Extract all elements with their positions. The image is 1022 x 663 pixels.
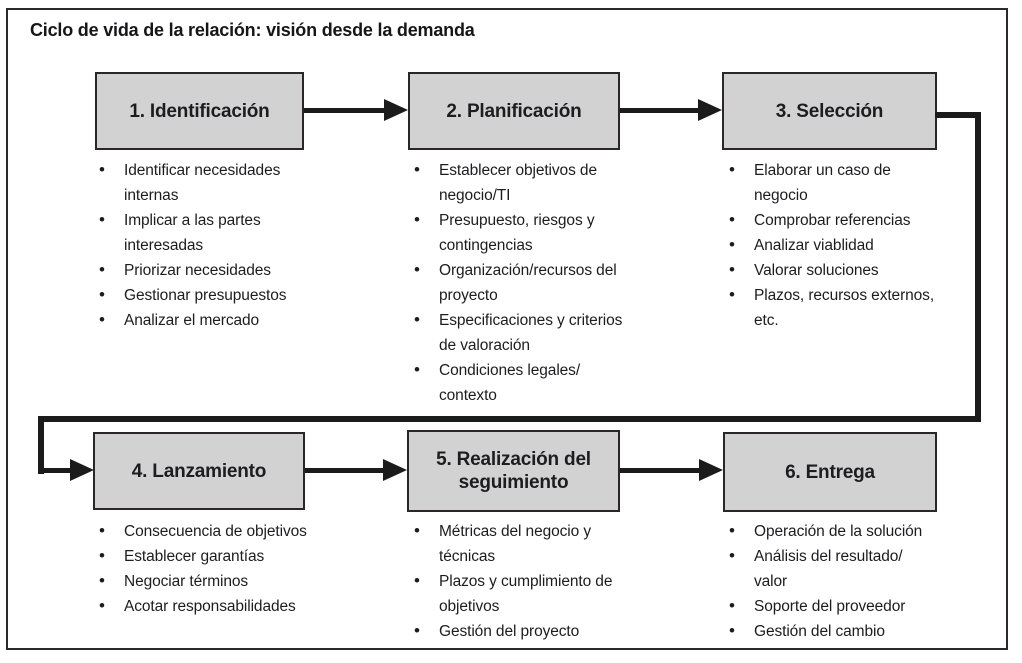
bullet-item: Acotar responsabilidades	[97, 593, 319, 619]
stage-box-seleccion: 3. Selección	[722, 72, 937, 150]
diagram-title: Ciclo de vida de la relación: visión des…	[30, 20, 475, 40]
stage-bullets-identificacion: Identificar necesidades internas Implica…	[97, 157, 319, 333]
stage-bullets-realizacion-seguimiento: Métricas del negocio y técnicas Plazos y…	[412, 518, 634, 644]
stage-label: 2. Planificación	[446, 100, 582, 122]
bullet-item: Analizar el mercado	[97, 307, 319, 333]
stage-label: 1. Identificación	[129, 100, 270, 122]
bullet-item: Negociar términos	[97, 568, 319, 594]
stage-bullets-seleccion: Elaborar un caso de negocio Comprobar re…	[727, 157, 944, 333]
stage-box-lanzamiento: 4. Lanzamiento	[93, 432, 305, 510]
arrow-line-4-to-5	[305, 468, 385, 473]
connector-3-to-4-cross-segment	[38, 416, 981, 422]
bullet-item: Identificar necesidades internas	[97, 157, 319, 208]
bullet-item: Plazos, recursos externos, etc.	[727, 282, 944, 333]
arrow-line-2-to-3	[620, 108, 700, 113]
arrow-line-1-to-2	[304, 108, 386, 113]
bullet-item: Gestionar presupuestos	[97, 282, 319, 308]
bullet-item: Métricas del negocio y técnicas	[412, 518, 634, 569]
bullet-item: Comprobar referencias	[727, 207, 944, 233]
bullet-item: Plazos y cumplimiento de objetivos	[412, 568, 634, 619]
stage-label: 5. Realización del seguimiento	[436, 449, 591, 493]
bullet-item: Consecuencia de objetivos	[97, 518, 319, 544]
connector-3-to-4-right-segment	[975, 112, 981, 422]
bullet-item: Organización/recursos del proyecto	[412, 257, 639, 308]
stage-label: 6. Entrega	[785, 461, 875, 483]
connector-3-to-4-left-segment	[38, 416, 44, 474]
stage-bullets-planificacion: Establecer objetivos de negocio/TI Presu…	[412, 157, 639, 408]
stage-box-planificacion: 2. Planificación	[408, 72, 620, 150]
bullet-item: Condiciones legales/ contexto	[412, 357, 639, 408]
bullet-item: Gestión del cambio	[727, 618, 939, 644]
stage-bullets-entrega: Operación de la solución Análisis del re…	[727, 518, 939, 644]
stage-label: 3. Selección	[775, 100, 884, 122]
bullet-item: Operación de la solución	[727, 518, 939, 544]
connector-3-to-4-top-segment	[935, 112, 981, 118]
bullet-item: Elaborar un caso de negocio	[727, 157, 944, 208]
arrow-right-icon	[699, 459, 723, 481]
arrow-right-icon	[698, 99, 722, 121]
bullet-item: Especificaciones y criterios de valoraci…	[412, 307, 639, 358]
bullet-item: Gestión del proyecto	[412, 618, 634, 644]
stage-box-realizacion-seguimiento: 5. Realización del seguimiento	[407, 430, 620, 512]
bullet-item: Soporte del proveedor	[727, 593, 939, 619]
bullet-item: Valorar soluciones	[727, 257, 944, 283]
arrow-right-icon	[384, 99, 408, 121]
stage-box-identificacion: 1. Identificación	[95, 72, 304, 150]
bullet-item: Establecer garantías	[97, 543, 319, 569]
bullet-item: Implicar a las partes interesadas	[97, 207, 319, 258]
bullet-item: Analizar viablidad	[727, 232, 944, 258]
stage-bullets-lanzamiento: Consecuencia de objetivos Establecer gar…	[97, 518, 319, 619]
bullet-item: Priorizar necesidades	[97, 257, 319, 283]
arrow-line-5-to-6	[620, 468, 701, 473]
stage-box-entrega: 6. Entrega	[723, 432, 937, 512]
bullet-item: Análisis del resultado/ valor	[727, 543, 939, 594]
bullet-item: Establecer objetivos de negocio/TI	[412, 157, 639, 208]
arrow-right-icon	[383, 459, 407, 481]
arrow-right-icon	[70, 459, 94, 481]
stage-label: 4. Lanzamiento	[131, 460, 267, 482]
connector-3-to-4-entry-segment	[42, 468, 74, 473]
bullet-item: Presupuesto, riesgos y contingencias	[412, 207, 639, 258]
